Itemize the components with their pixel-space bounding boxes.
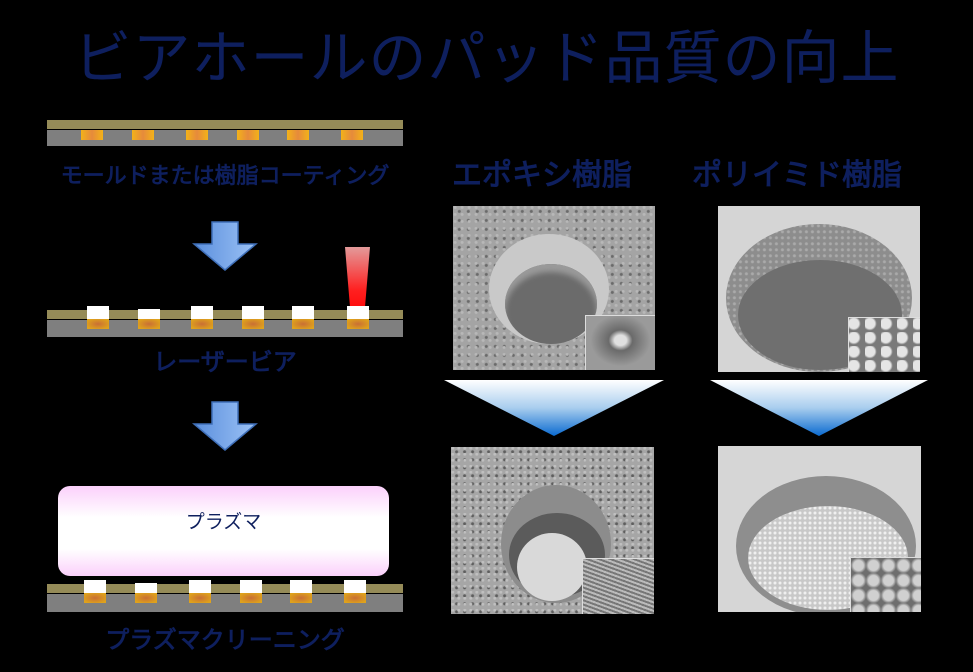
pad: [290, 593, 312, 603]
pad: [341, 130, 363, 140]
pad: [87, 319, 109, 329]
via-hole: [191, 306, 213, 319]
plasma-box: プラズマ: [58, 486, 389, 576]
substrate-molded: [47, 120, 403, 148]
via-hole: [292, 306, 314, 319]
pad: [189, 593, 211, 603]
pad: [287, 130, 309, 140]
column-header-polyimide: ポリイミド樹脂: [692, 158, 902, 193]
pad: [84, 593, 106, 603]
column-header-epoxy: エポキシ樹脂: [452, 158, 632, 193]
via-hole: [347, 306, 369, 319]
down-arrow-icon: [192, 221, 258, 271]
pad: [292, 319, 314, 329]
pad: [237, 130, 259, 140]
via-hole: [84, 580, 106, 593]
down-triangle-icon: [710, 380, 928, 436]
step-label-molding: モールドまたは樹脂コーティング: [60, 164, 390, 189]
sem-image-epoxy-after: [451, 447, 654, 614]
pad: [81, 130, 103, 140]
pad: [242, 319, 264, 329]
via-hole: [240, 580, 262, 593]
laser-beam-icon: [345, 247, 370, 319]
sem-image-polyimide-after: [718, 446, 921, 612]
step-label-laser-via: レーザービア: [153, 348, 297, 376]
sem-image-polyimide-before: [718, 206, 920, 372]
via-hole: [189, 580, 211, 593]
pad: [138, 319, 160, 329]
step-label-plasma-cleaning: プラズマクリーニング: [105, 626, 345, 654]
pad: [347, 319, 369, 329]
sem-image-epoxy-before: [453, 206, 655, 370]
via-hole: [344, 580, 366, 593]
down-arrow-icon: [192, 401, 258, 451]
via-hole: [138, 309, 160, 319]
via-hole: [290, 580, 312, 593]
substrate-laser-via: [47, 305, 403, 337]
down-triangle-icon: [444, 380, 664, 436]
via-hole: [87, 306, 109, 319]
pad: [186, 130, 208, 140]
pad: [344, 593, 366, 603]
pad: [135, 593, 157, 603]
page-title: ビアホールのパッド品質の向上: [73, 24, 900, 92]
pad: [132, 130, 154, 140]
substrate-plasma-cleaned: [47, 578, 403, 612]
via-hole: [242, 306, 264, 319]
pad: [240, 593, 262, 603]
plasma-label: プラズマ: [185, 510, 262, 533]
via-hole: [135, 583, 157, 593]
pad: [191, 319, 213, 329]
